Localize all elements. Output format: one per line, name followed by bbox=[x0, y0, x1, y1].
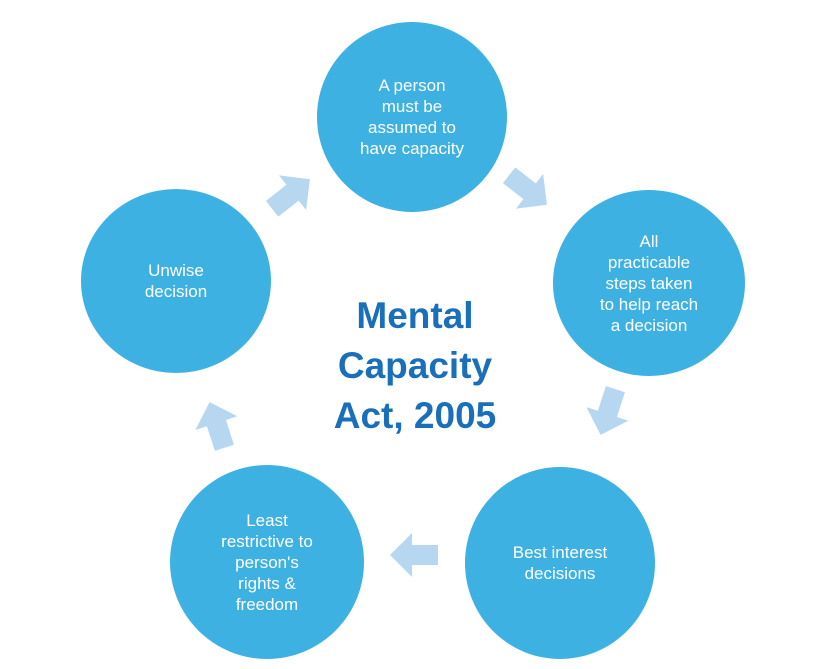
node-text-line: must be bbox=[381, 97, 443, 116]
diagram-title: Mental Capacity Act, 2005 bbox=[300, 291, 530, 441]
node-text-line: decision bbox=[144, 282, 208, 301]
node-least-restrictive: Least restrictive to person's rights & f… bbox=[170, 465, 364, 659]
node-unwise-decision: Unwise decision bbox=[81, 189, 271, 373]
node-text-line: Least bbox=[246, 510, 288, 530]
node-text-line: freedom bbox=[235, 594, 299, 614]
node-best-interest: Best interest decisions bbox=[465, 467, 655, 659]
node-text-line: to help reach bbox=[599, 294, 699, 314]
node-text-line: Unwise bbox=[148, 261, 204, 280]
node-text-line: practicable bbox=[607, 252, 691, 272]
node-text-line: All bbox=[639, 231, 659, 251]
node-assume-capacity: A person must be assumed to have capacit… bbox=[317, 22, 507, 212]
node-text-line: A person bbox=[378, 76, 446, 95]
node-text-line: a decision bbox=[610, 315, 688, 335]
node-practicable-steps: All practicable steps taken to help reac… bbox=[553, 190, 745, 376]
node-text-line: assumed to bbox=[368, 118, 456, 137]
arrow-unwise-to-assume bbox=[265, 175, 310, 217]
title-line: Capacity bbox=[337, 345, 493, 386]
title-line: Mental bbox=[356, 295, 474, 336]
node-text-line: rights & bbox=[238, 573, 296, 593]
node-text-line: person's bbox=[235, 552, 299, 572]
arrow-assume-to-steps bbox=[502, 167, 547, 209]
arrow-least-to-unwise bbox=[195, 402, 238, 451]
node-text-line: steps taken bbox=[605, 273, 693, 293]
node-text-line: have capacity bbox=[360, 139, 464, 158]
node-text-line: Best interest bbox=[512, 543, 608, 562]
node-text-line: decisions bbox=[524, 564, 596, 583]
title-line: Act, 2005 bbox=[333, 395, 497, 436]
arrow-steps-to-best bbox=[586, 386, 629, 435]
node-text-line: restrictive to bbox=[221, 531, 313, 551]
arrow-best-to-least bbox=[390, 533, 438, 577]
